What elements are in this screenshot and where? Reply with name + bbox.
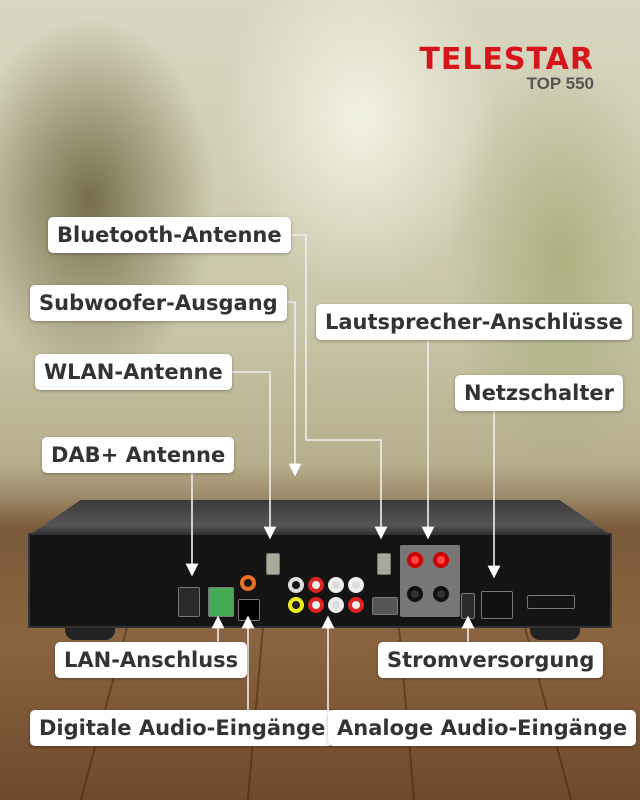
receiver-top	[28, 500, 612, 536]
label-power-supply: Stromversorgung	[378, 642, 604, 678]
label-power-switch: Netzschalter	[455, 375, 623, 411]
device-foot	[530, 626, 580, 640]
label-speaker-terminals: Lautsprecher-Anschlüsse	[316, 304, 632, 340]
line-in-r	[348, 597, 364, 613]
label-subwoofer-output: Subwoofer-Ausgang	[30, 285, 287, 321]
audio-in2-l	[328, 597, 344, 613]
audio-in2-r	[308, 597, 324, 613]
certification-marks	[527, 595, 575, 609]
line-in-l	[348, 577, 364, 593]
bluetooth-antenna-port	[377, 553, 391, 575]
subwoofer-line	[268, 301, 302, 477]
speaker-terminal	[407, 586, 423, 602]
label-dab-antenna: DAB+ Antenne	[42, 437, 235, 473]
video-port	[288, 597, 304, 613]
speaker-terminals	[400, 545, 460, 617]
label-bluetooth-antenna: Bluetooth-Antenne	[48, 217, 291, 253]
sub-out-port	[288, 577, 304, 593]
label-wlan-antenna: WLAN-Antenne	[35, 354, 232, 390]
logo-brand: TELESTAR	[419, 42, 594, 77]
dab-port	[178, 587, 200, 617]
wlan-line	[218, 371, 277, 540]
speaker-terminal	[433, 586, 449, 602]
bluetooth-line	[268, 234, 388, 540]
speaker-terminal	[433, 552, 449, 568]
coaxial-port	[240, 575, 256, 591]
hdmi-port	[372, 597, 398, 615]
receiver-back-panel	[28, 533, 612, 628]
label-lan-port: LAN-Anschluss	[55, 642, 248, 678]
lan-port	[208, 587, 234, 617]
speaker-terminal	[407, 552, 423, 568]
wlan-antenna-port	[266, 553, 280, 575]
label-analog-audio-inputs: Analoge Audio-Eingänge	[328, 710, 637, 746]
device-foot	[65, 626, 115, 640]
label-digital-audio-inputs: Digitale Audio-Eingänge	[30, 710, 335, 746]
logo-model: TOP 550	[526, 74, 594, 93]
power-switch	[481, 591, 513, 619]
telestar-logo: TELESTAR TOP 550	[419, 42, 594, 94]
audio-in-l	[328, 577, 344, 593]
audio-in-r	[308, 577, 324, 593]
